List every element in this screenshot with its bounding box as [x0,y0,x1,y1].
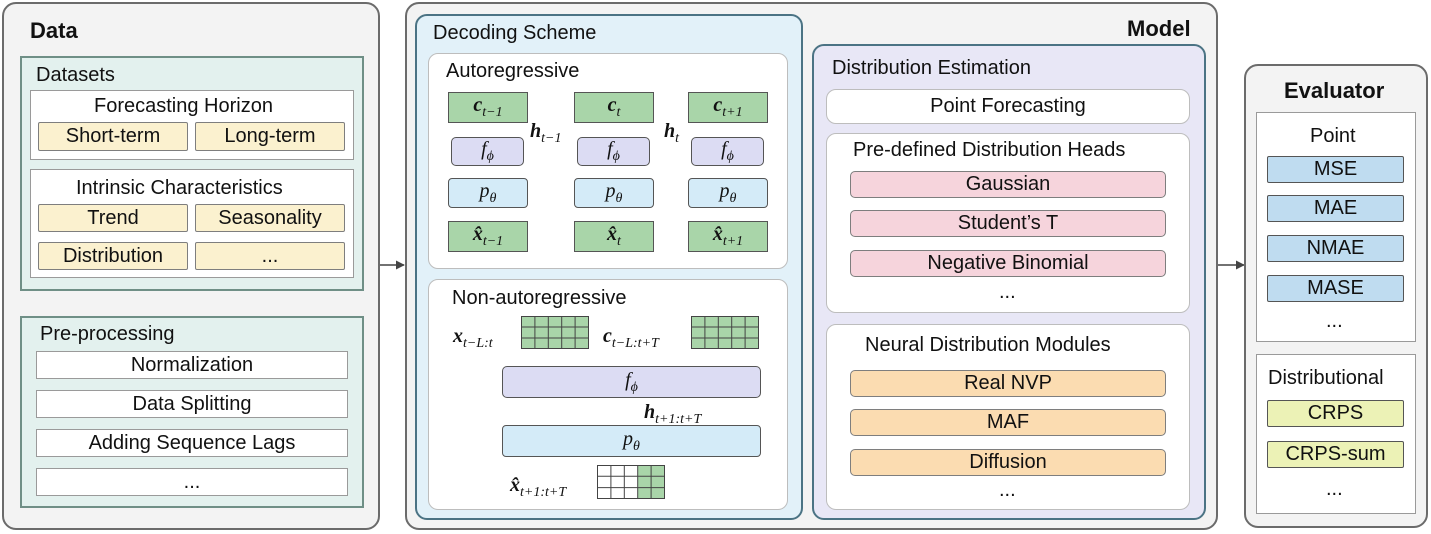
model-panel-title: Model [1127,16,1191,41]
real-nvp-module: Real NVP [850,370,1166,397]
p-block-current: pθ [574,178,654,208]
distribution-estimation-title: Distribution Estimation [832,57,1031,79]
nmae-metric: NMAE [1267,235,1404,262]
hidden-state-prev-label: ht−1 [530,120,562,146]
more-steps: ... [36,468,348,496]
distributional-metrics-more: ... [1326,478,1343,500]
prediction-token-next: x̂t+1 [688,221,768,252]
preprocessing-title: Pre-processing [40,323,175,345]
evaluator-panel-title: Evaluator [1284,78,1385,103]
forecasting-horizon-title: Forecasting Horizon [94,95,273,117]
mae-metric: MAE [1267,195,1404,222]
datasets-title: Datasets [36,64,115,86]
output-series-label: x̂t+1:t+T [510,474,567,500]
data-splitting-step: Data Splitting [36,390,348,418]
input-series-label: xt−L:t [453,325,493,351]
mse-metric: MSE [1267,156,1404,183]
f-block-current: fϕ [577,137,650,166]
data-panel-title: Data [30,18,78,43]
distribution-tag: Distribution [38,242,188,270]
non-autoregressive-title: Non-autoregressive [452,287,627,309]
f-block-next: fϕ [691,137,764,166]
prediction-token-prev: x̂t−1 [448,221,528,252]
decoding-scheme-title: Decoding Scheme [433,22,597,44]
neural-modules-more: ... [999,479,1016,501]
distributional-metrics-title: Distributional [1268,367,1384,389]
neural-modules-title: Neural Distribution Modules [865,334,1111,356]
output-series-grid [597,465,665,499]
point-metrics-title: Point [1310,125,1356,147]
context-token-current: ct [574,92,654,123]
covariates-label: ct−L:t+T [603,325,659,351]
hidden-horizon-label: ht+1:t+T [644,401,702,427]
trend-tag: Trend [38,204,188,232]
covariates-grid [691,316,759,349]
long-term-tag: Long-term [195,122,345,151]
mase-metric: MASE [1267,275,1404,302]
context-token-prev: ct−1 [448,92,528,123]
sequence-lags-step: Adding Sequence Lags [36,429,348,457]
f-block-non-ar: fϕ [502,366,761,398]
more-characteristics-tag: ... [195,242,345,270]
negative-binomial-head: Negative Binomial [850,250,1166,277]
hidden-state-current-label: ht [664,120,680,146]
short-term-tag: Short-term [38,122,188,151]
diffusion-module: Diffusion [850,449,1166,476]
seasonality-tag: Seasonality [195,204,345,232]
crps-sum-metric: CRPS-sum [1267,441,1404,468]
normalization-step: Normalization [36,351,348,379]
gaussian-head: Gaussian [850,171,1166,198]
point-metrics-more: ... [1326,310,1343,332]
point-forecasting-box: Point Forecasting [826,89,1190,124]
p-block-prev: pθ [448,178,528,208]
prediction-token-current: x̂t [574,221,654,252]
intrinsic-characteristics-title: Intrinsic Characteristics [76,177,283,199]
point-metrics-box [1256,112,1416,342]
context-token-next: ct+1 [688,92,768,123]
distributional-metrics-box [1256,354,1416,514]
autoregressive-title: Autoregressive [446,60,580,82]
maf-module: MAF [850,409,1166,436]
predefined-heads-title: Pre-defined Distribution Heads [853,139,1126,161]
students-t-head: Student’s T [850,210,1166,237]
predefined-heads-more: ... [999,281,1016,303]
f-block-prev: fϕ [451,137,524,166]
crps-metric: CRPS [1267,400,1404,427]
input-series-grid [521,316,589,349]
p-block-non-ar: pθ [502,425,761,457]
p-block-next: pθ [688,178,768,208]
